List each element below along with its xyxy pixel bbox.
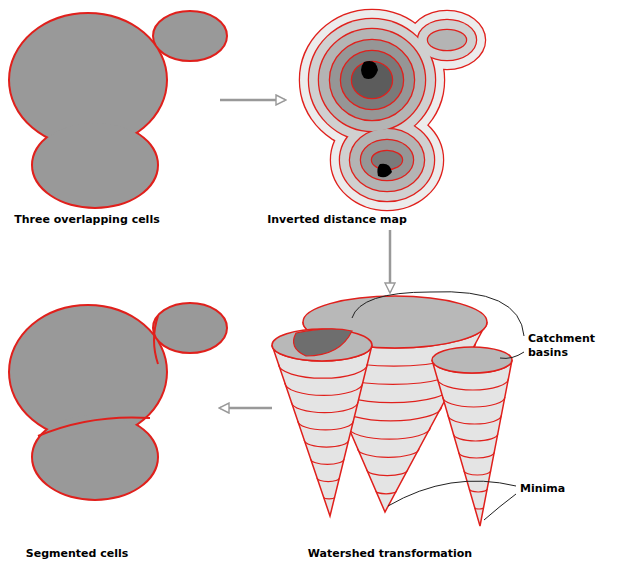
distance-map — [300, 10, 485, 210]
callout-label: Minima — [520, 482, 600, 496]
panel: Inverted distance map — [285, 5, 485, 230]
panel-caption: Watershed transformation — [308, 547, 472, 560]
cell-blob — [10, 12, 226, 207]
panel: Three overlapping cells — [5, 5, 220, 230]
panel: Watershed transformation — [272, 292, 517, 564]
leader-line — [352, 292, 524, 520]
flow-arrow — [220, 99, 285, 102]
watershed-cones — [272, 296, 512, 526]
callout-label: Catchment basins — [528, 332, 618, 360]
panel-caption: Segmented cells — [26, 547, 129, 560]
panel: Segmented cells — [5, 292, 220, 564]
flow-arrow — [389, 230, 392, 292]
flow-arrow — [220, 407, 272, 410]
panel-caption: Inverted distance map — [267, 213, 407, 226]
panel-caption: Three overlapping cells — [14, 213, 159, 226]
segmented-cells — [10, 304, 226, 499]
